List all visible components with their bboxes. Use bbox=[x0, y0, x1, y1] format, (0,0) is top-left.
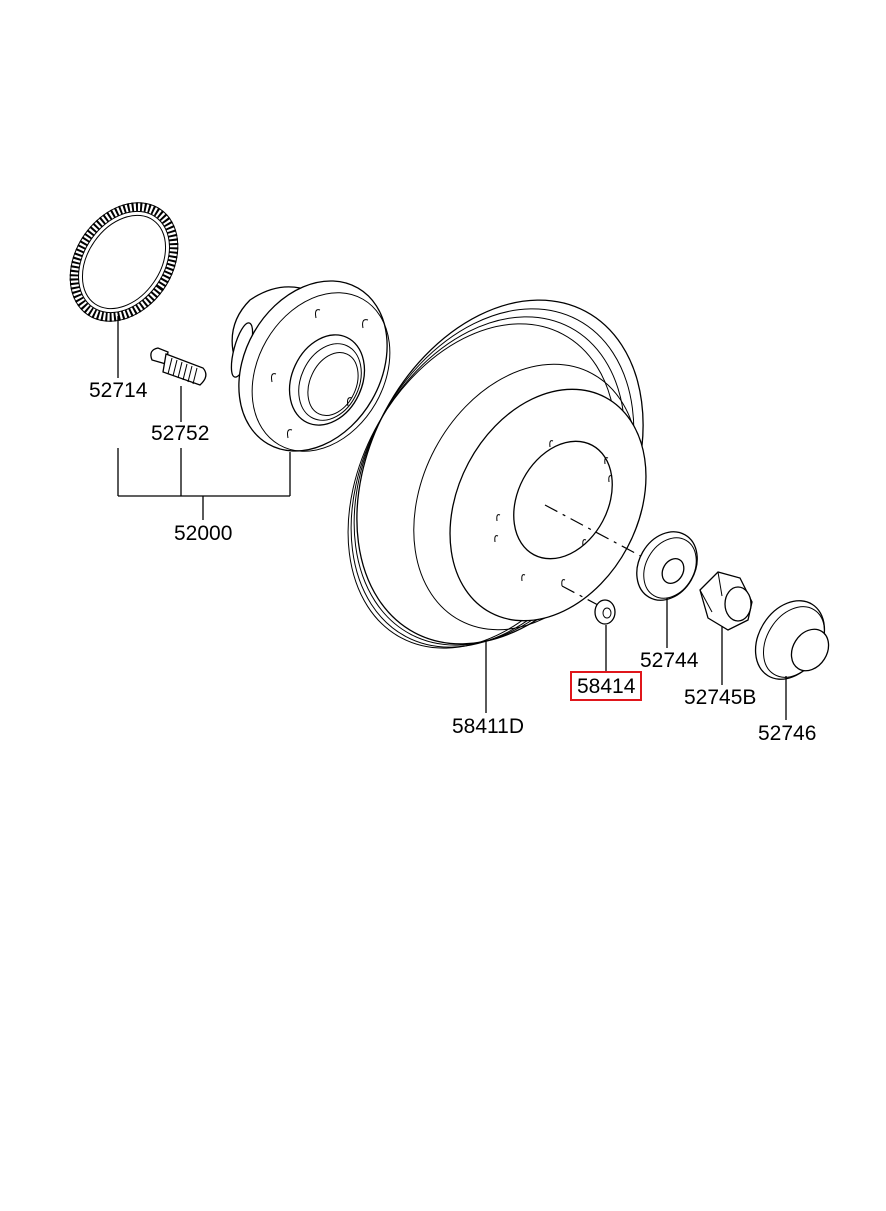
hub-nut-part[interactable] bbox=[699, 571, 753, 631]
part-label-52752[interactable]: 52752 bbox=[151, 422, 210, 445]
part-label-58414[interactable]: 58414 bbox=[570, 671, 643, 701]
hub-assembly-part[interactable] bbox=[209, 254, 417, 478]
part-label-58411D[interactable]: 58411D bbox=[452, 715, 525, 738]
part-label-52746[interactable]: 52746 bbox=[758, 722, 817, 745]
axis-line bbox=[544, 504, 651, 562]
leader-lines bbox=[117, 316, 787, 720]
tone-ring-part[interactable] bbox=[48, 182, 200, 342]
washer-part[interactable] bbox=[625, 521, 709, 611]
part-label-52714[interactable]: 52714 bbox=[89, 379, 148, 402]
hub-cap-part[interactable] bbox=[741, 588, 838, 692]
hub-bolt-part[interactable] bbox=[150, 347, 207, 386]
part-label-52744[interactable]: 52744 bbox=[640, 649, 699, 672]
brake-disc-part[interactable] bbox=[294, 250, 700, 694]
part-label-52745B[interactable]: 52745B bbox=[684, 686, 757, 709]
disc-screw-part[interactable] bbox=[594, 599, 616, 625]
part-label-52000[interactable]: 52000 bbox=[174, 522, 233, 545]
stud-axis-line bbox=[561, 585, 599, 606]
